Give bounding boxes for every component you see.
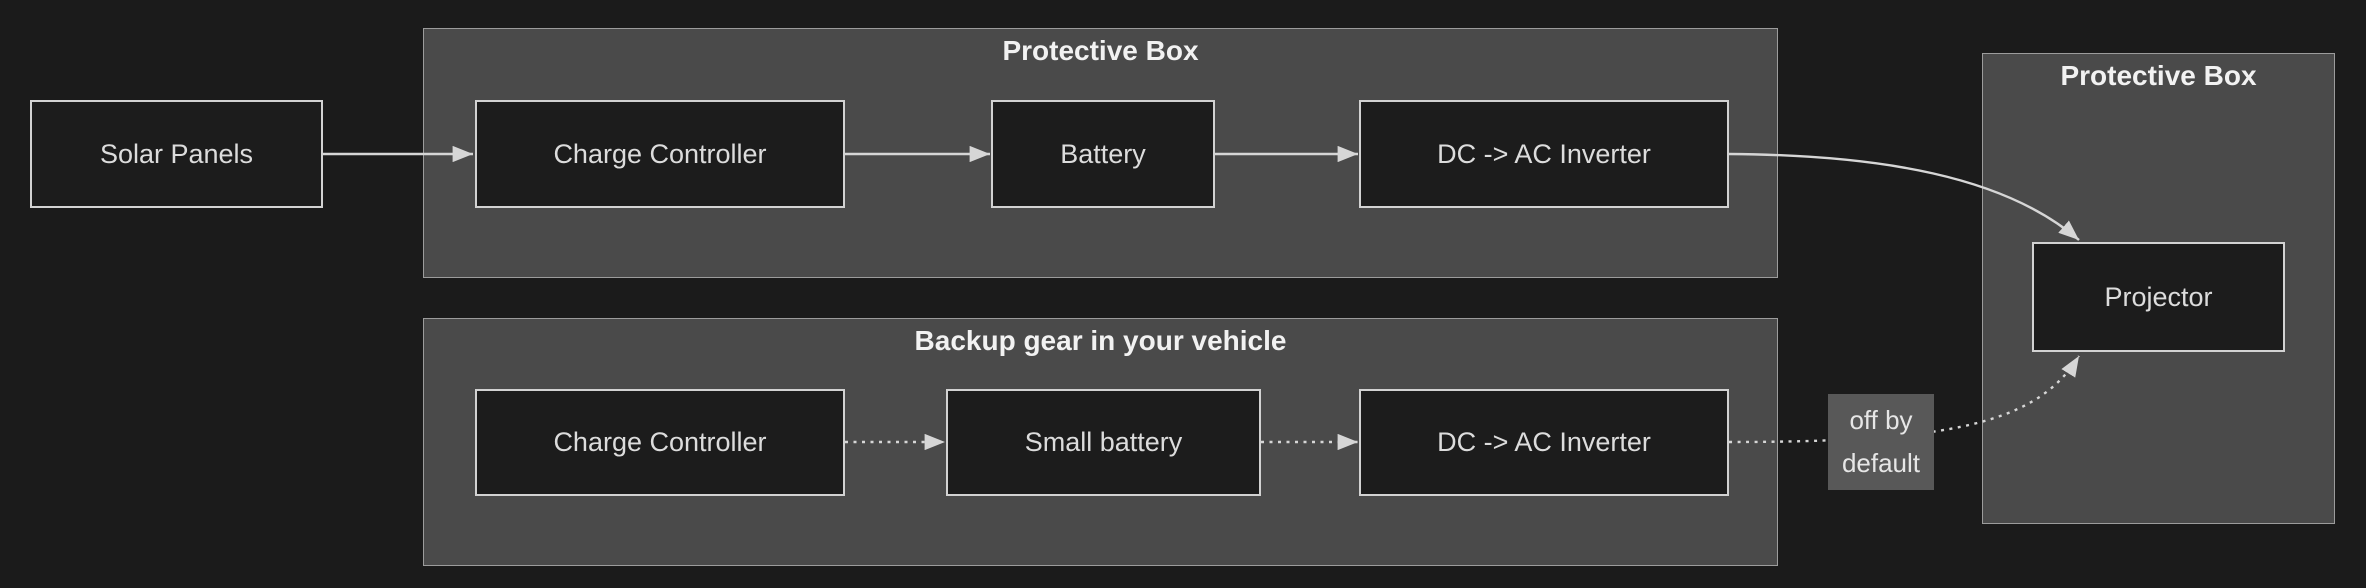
node-label-charge-controller-backup: Charge Controller [553, 427, 767, 457]
node-label-dc-ac-inverter-backup: DC -> AC Inverter [1437, 427, 1651, 457]
node-label-battery: Battery [1060, 138, 1146, 169]
node-small-battery: Small battery [946, 389, 1261, 496]
node-projector: Projector [2032, 242, 2285, 352]
node-dc-ac-inverter-main: DC -> AC Inverter [1359, 100, 1729, 208]
cluster-title-backup-gear-vehicle: Backup gear in your vehicle [914, 325, 1287, 356]
node-battery: Battery [991, 100, 1215, 208]
cluster-title-protective-box-main: Protective Box [1002, 35, 1199, 66]
node-solar-panels: Solar Panels [30, 100, 323, 208]
node-label-charge-controller-main: Charge Controller [553, 138, 767, 169]
node-label-small-battery: Small battery [1024, 427, 1183, 457]
edge-label-off-by-default: off by default [1828, 394, 1934, 490]
cluster-title-protective-box-projector: Protective Box [2060, 60, 2257, 91]
node-label-projector: Projector [2104, 281, 2213, 312]
node-dc-ac-inverter-backup: DC -> AC Inverter [1359, 389, 1729, 496]
node-label-solar-panels: Solar Panels [99, 138, 254, 169]
node-charge-controller-backup: Charge Controller [475, 389, 845, 496]
node-charge-controller-main: Charge Controller [475, 100, 845, 208]
node-label-dc-ac-inverter-main: DC -> AC Inverter [1437, 138, 1651, 169]
